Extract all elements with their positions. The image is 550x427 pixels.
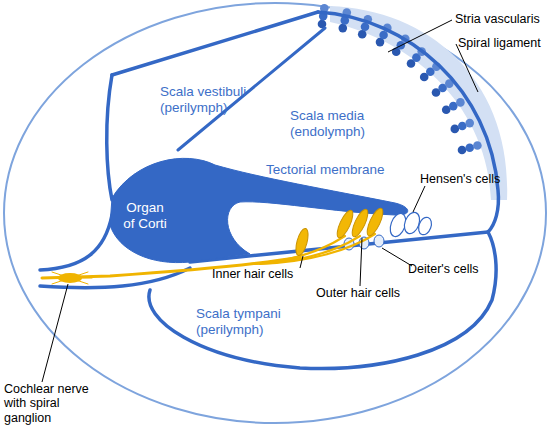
region-label: Scala tympani (perilymph) <box>196 306 296 337</box>
part-label: Deiter's cells <box>408 262 500 276</box>
stria-cell <box>465 119 474 128</box>
deiters-cell <box>374 235 384 247</box>
vestibuli-wall <box>112 12 318 75</box>
region-label: Scala vestibuli (perilymph) <box>160 84 260 115</box>
duct-walls <box>40 12 498 368</box>
vestibuli-wall <box>107 75 112 200</box>
stria-cell <box>456 98 465 107</box>
stria-cell <box>465 144 474 153</box>
leader-line <box>360 238 362 286</box>
outer-hair-cells <box>334 206 386 239</box>
leader-line <box>42 284 68 382</box>
part-label: Outer hair cells <box>316 286 416 300</box>
part-label: Stria vascularis <box>455 12 549 26</box>
region-label: Scala media (endolymph) <box>290 108 390 139</box>
region-label: Tectorial membrane <box>266 162 396 178</box>
stria-cell <box>339 24 348 33</box>
leader-line <box>456 44 478 92</box>
stria-cell <box>458 146 467 155</box>
cochlear-nerve <box>42 234 375 284</box>
leader-line <box>382 248 412 266</box>
stria-cell <box>473 141 482 150</box>
stria-cell <box>358 30 367 39</box>
leader-line <box>388 20 452 52</box>
part-label: Inner hair cells <box>212 267 307 281</box>
part-label: Spiral ligament <box>458 36 548 50</box>
region-label: Organ of Corti <box>121 200 169 231</box>
nerve-fiber <box>260 234 375 264</box>
nerve-channel-wall <box>40 215 112 270</box>
ganglion-fibers <box>50 272 92 284</box>
outer-hair-cell <box>364 206 386 237</box>
part-label: Cochlear nerve with spiral ganglion <box>4 382 96 425</box>
cochlea-outline <box>4 3 546 423</box>
stria-cell <box>451 125 460 134</box>
leader-line <box>300 256 303 268</box>
hensen-cell <box>416 215 433 236</box>
stria-cell <box>458 122 467 131</box>
leader-line <box>413 186 425 212</box>
spiral-ganglion <box>58 273 82 283</box>
spiral-limbus-tectorial-membrane <box>110 158 408 262</box>
hensen-cells <box>387 210 433 238</box>
leader-lines <box>42 20 478 382</box>
inner-hair-cell <box>294 227 311 257</box>
part-label: Hensen's cells <box>420 172 516 186</box>
